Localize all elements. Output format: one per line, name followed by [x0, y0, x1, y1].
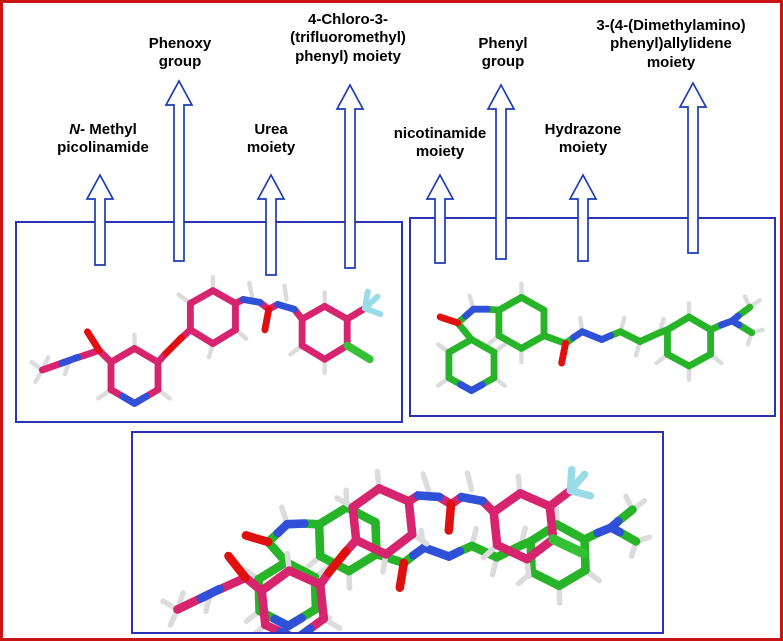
label-phenyl-group: Phenyl group [478, 35, 528, 71]
left-molecule-panel [15, 221, 403, 423]
label-n-methyl-picolinamide: N- Methyl picolinamide [23, 121, 183, 158]
label-picolinamide-rest: Methyl picolinamide [57, 121, 149, 157]
label-phenoxy-group: Phenoxy group [148, 35, 212, 71]
label-urea-moiety: Urea moiety [246, 121, 296, 157]
label-hydrazone-moiety: Hydrazone moiety [544, 121, 622, 157]
label-picolinamide-italic-prefix: N- [69, 121, 86, 138]
label-dimethylamino-phenyl-allylidene-moiety: 3-(4-(Dimethylamino) phenyl)allylidene m… [596, 17, 746, 71]
magenta-molecule-figure [17, 223, 401, 421]
overlay-molecule-panel [131, 431, 664, 634]
green-molecule-figure [411, 219, 774, 415]
label-nicotinamide-moiety: nicotinamide moiety [393, 125, 487, 161]
overlay-molecule-figure [133, 433, 662, 632]
label-chloro-trifluoromethyl-phenyl-moiety: 4-Chloro-3- (trifluoromethyl) phenyl) mo… [290, 11, 406, 65]
right-molecule-panel [409, 217, 776, 417]
